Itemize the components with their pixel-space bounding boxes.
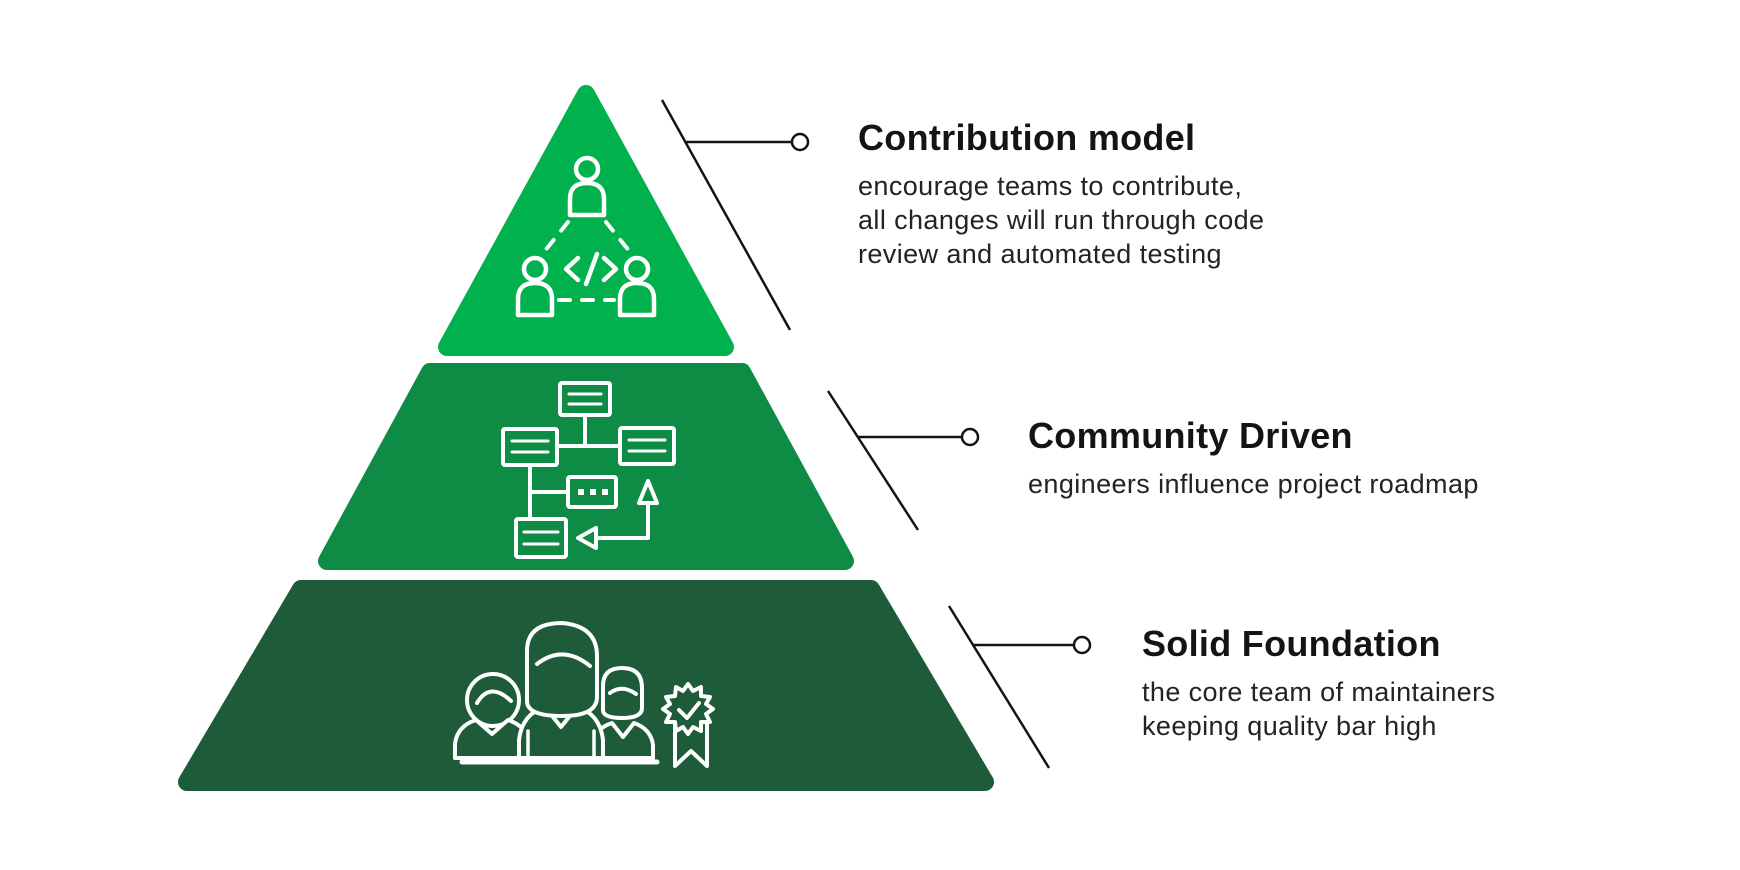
flowchart-connector: [594, 502, 650, 540]
tier-label-top: Contribution model encourage teams to co…: [858, 116, 1264, 271]
team-member-man-right: [590, 666, 655, 760]
tier-description: encourage teams to contribute, all chang…: [858, 171, 1265, 269]
tier-icons: [453, 155, 715, 768]
connector-top: [660, 99, 810, 331]
tier-description: engineers influence project roadmap: [1028, 469, 1479, 499]
dashed-link-lines: [542, 220, 632, 302]
checkmark-icon: [677, 701, 701, 720]
tier-label-middle: Community Driven engineers influence pro…: [1028, 414, 1479, 501]
connector-node-circle: [790, 132, 810, 152]
award-badge-icon: [661, 682, 715, 768]
connector-node-circle: [1072, 635, 1092, 655]
people-code-collaboration-icon: [515, 155, 657, 318]
team-member-woman: [453, 672, 531, 760]
arrow-up-icon: [637, 479, 659, 505]
core-team-award-badge-icon: [453, 621, 715, 768]
flowchart-box: [514, 517, 568, 559]
flowchart-connector: [555, 413, 622, 448]
connector-node-circle: [960, 427, 980, 447]
connector-diagonal-line: [947, 605, 1051, 769]
connector-middle: [826, 390, 980, 531]
flowchart-dots: [578, 489, 608, 495]
connector-bottom: [947, 605, 1092, 769]
flowchart-connector: [528, 463, 570, 521]
connectors: [660, 99, 1092, 769]
tier-middle-shape: [318, 363, 854, 570]
person-icon: [617, 255, 657, 318]
badge-seal: [661, 682, 715, 736]
person-icon: [515, 255, 555, 318]
code-brackets-icon: [563, 251, 619, 287]
tier-heading: Community Driven: [1028, 415, 1353, 456]
tier-heading: Solid Foundation: [1142, 623, 1441, 664]
flowchart-roadmap-icon: [501, 381, 676, 559]
tier-heading: Contribution model: [858, 117, 1196, 158]
connector-diagonal-line: [660, 99, 792, 331]
tier-label-bottom: Solid Foundation the core team of mainta…: [1142, 622, 1495, 743]
tier-description: the core team of maintainers keeping qua…: [1142, 677, 1496, 741]
team-member-man-center: [517, 621, 605, 760]
connector-diagonal-line: [826, 390, 920, 531]
person-icon: [567, 155, 607, 218]
tier-top-shape: [438, 85, 734, 356]
